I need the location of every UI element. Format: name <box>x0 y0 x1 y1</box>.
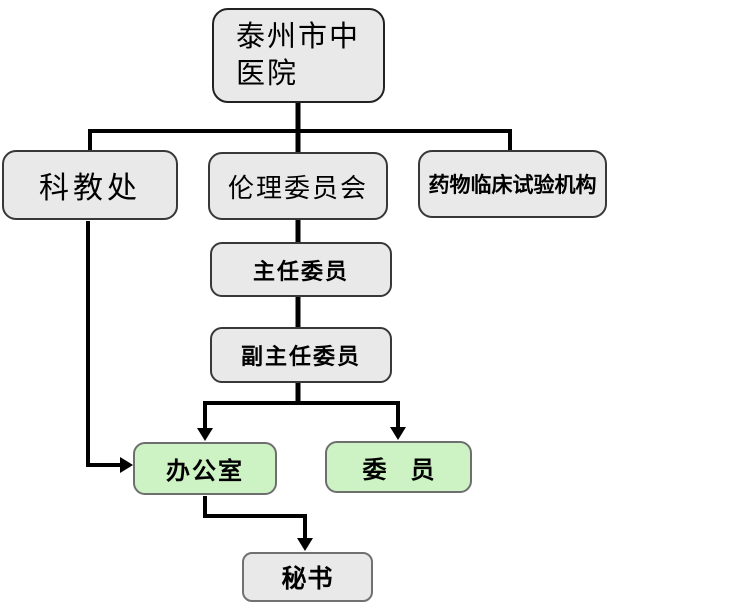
node-drug-clinical-trial-institution: 药物临床试验机构 <box>418 150 607 218</box>
arrowhead-mishu <box>297 538 313 551</box>
node-committee-members: 委 员 <box>325 441 472 493</box>
node-vice-chairman: 副主任委员 <box>210 327 392 383</box>
connector-split-bar <box>203 401 400 430</box>
node-hospital: 泰州市中医院 <box>212 8 385 103</box>
node-chairman: 主任委员 <box>210 242 392 297</box>
node-ethics-committee: 伦理委员会 <box>208 152 388 220</box>
connector-keji-bangongshi <box>86 221 121 467</box>
connector-bangongshi-mishu <box>203 496 307 539</box>
node-office: 办公室 <box>133 442 277 495</box>
arrowhead-weiyuan <box>390 427 406 440</box>
node-science-education-dept: 科教处 <box>2 150 178 220</box>
node-secretary: 秘书 <box>242 552 373 602</box>
arrowhead-keji-bangongshi <box>120 457 133 473</box>
arrowhead-bangongshi <box>197 428 213 441</box>
